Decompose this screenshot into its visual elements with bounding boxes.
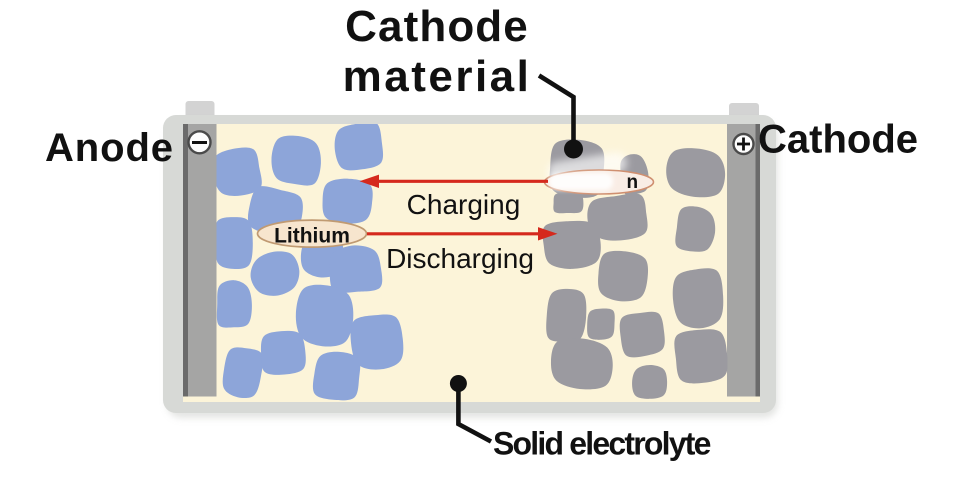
svg-text:material: material (343, 52, 532, 101)
svg-text:Charging: Charging (407, 189, 521, 220)
svg-text:Lithium: Lithium (274, 225, 350, 248)
svg-text:n: n (627, 172, 639, 193)
svg-text:Discharging: Discharging (386, 243, 534, 274)
svg-text:Cathode: Cathode (345, 2, 529, 51)
svg-text:Cathode: Cathode (758, 118, 918, 162)
svg-text:Anode: Anode (45, 126, 174, 170)
svg-text:Solid electrolyte: Solid electrolyte (493, 426, 711, 462)
